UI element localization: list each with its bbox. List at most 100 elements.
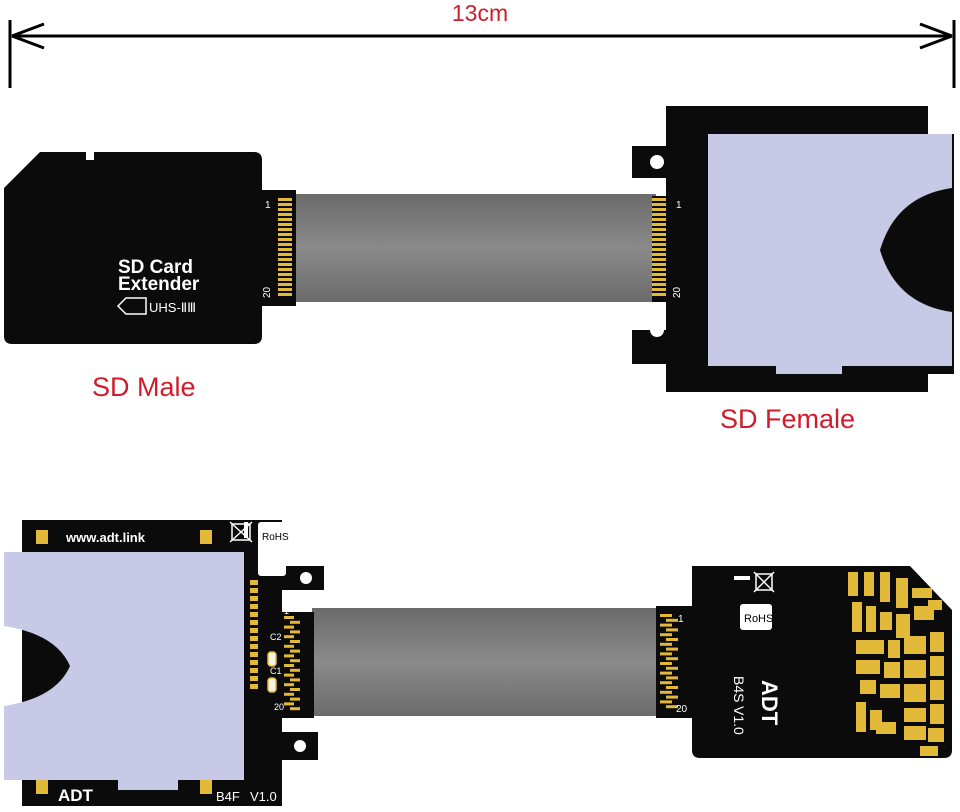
pin-pad	[666, 686, 678, 689]
pin-pad	[278, 198, 292, 201]
male-title-2: Extender	[118, 274, 200, 295]
pin-pad	[652, 263, 666, 266]
pin-pad	[652, 223, 666, 226]
pin-pad	[278, 258, 292, 261]
pin-pad	[278, 268, 292, 271]
cap-c1: C1	[270, 666, 282, 676]
card-contact	[880, 684, 900, 698]
pin-pad	[652, 288, 666, 291]
card-contact	[864, 572, 874, 596]
female-pin-last: 20	[672, 286, 683, 298]
pin-pad	[660, 652, 672, 656]
pin-pad	[290, 678, 300, 682]
sd-female-label: SD Female	[720, 404, 856, 434]
card-contact	[848, 572, 858, 596]
pin-pad	[290, 707, 300, 711]
pin-pad	[284, 625, 294, 629]
pin-pad	[666, 628, 678, 632]
card-contact	[928, 600, 942, 610]
card-contact	[860, 680, 876, 694]
pin-pad	[660, 633, 672, 637]
pin-pad	[250, 676, 258, 681]
pin-pad	[284, 692, 294, 696]
pin-pad	[652, 248, 666, 251]
flex-cable-bottom	[312, 608, 656, 716]
version-text: V1.0	[250, 789, 277, 804]
sd-socket	[708, 134, 952, 366]
plug-pin-last: 20	[676, 704, 688, 715]
sd-female-board: 1 20	[632, 106, 954, 392]
card-contact	[856, 640, 884, 654]
pin-pad	[652, 268, 666, 271]
pin-pad	[652, 283, 666, 286]
url-text: www.adt.link	[65, 530, 146, 545]
pin-pad	[278, 238, 292, 241]
pin-pad	[666, 618, 678, 622]
pin-pad	[284, 644, 294, 648]
weee-icon	[229, 521, 253, 543]
card-contact	[856, 660, 880, 674]
plug-version: V1.0	[731, 706, 747, 735]
pin-pad	[652, 243, 666, 246]
pin-pad	[250, 684, 258, 689]
pin-pad	[652, 203, 666, 206]
weee-icon	[753, 571, 775, 593]
sd-male-board: 1 20 SD Card Extender UHS-ⅡⅢ	[4, 152, 296, 344]
pin-pad	[250, 652, 258, 657]
pin-pad	[666, 638, 678, 641]
card-contact	[880, 572, 890, 602]
pin-pad	[250, 660, 258, 665]
pin-pad	[278, 273, 292, 276]
male-pin-first: 1	[265, 200, 271, 211]
card-contact	[904, 708, 926, 722]
mount-hole	[650, 323, 664, 337]
dimension-arrow	[8, 20, 956, 88]
plug-model: B4S	[731, 676, 747, 702]
pin-pad	[660, 690, 672, 694]
pin-pad	[284, 683, 294, 687]
card-contact	[896, 614, 910, 638]
card-contact	[884, 662, 900, 678]
pin-pad	[290, 649, 300, 653]
pin-pad	[666, 676, 678, 680]
dimension-label: 13cm	[451, 0, 509, 26]
pin-pad	[278, 218, 292, 221]
pin-pad	[250, 620, 258, 625]
plug-board: 1 20 RoHS ADT B4S V1.0	[656, 566, 952, 758]
pin-pad	[666, 647, 678, 651]
card-contact	[866, 606, 876, 632]
card-contact	[876, 722, 896, 734]
card-contact	[930, 680, 944, 700]
card-contact	[928, 728, 944, 742]
pin-pad	[284, 635, 294, 639]
pin-pad	[284, 702, 294, 706]
card-contact	[896, 578, 908, 608]
card-contact	[930, 704, 944, 724]
pin-pad	[284, 673, 294, 677]
male-pin-last: 20	[262, 286, 273, 298]
pin-pad	[250, 604, 258, 609]
pin-pad	[666, 695, 678, 699]
pin-pad	[652, 253, 666, 256]
plug-rohs-text: RoHS	[744, 613, 773, 625]
female-pin-first: 1	[676, 200, 682, 211]
sd-male-label: SD Male	[92, 372, 196, 402]
pin-pad	[652, 278, 666, 281]
pin-pad	[278, 203, 292, 206]
uhs-badge: UHS-ⅡⅢ	[149, 300, 196, 315]
card-contact	[930, 656, 944, 676]
cap-c2: C2	[270, 632, 282, 642]
pin-pad	[652, 233, 666, 236]
card-contact	[880, 612, 892, 630]
model-text: B4F	[216, 789, 240, 804]
pin-pad	[278, 223, 292, 226]
socket-pin-last: 20	[274, 702, 284, 712]
plug-brand: ADT	[757, 680, 782, 726]
socket-pin-first: 1	[284, 606, 289, 616]
pin-pad	[660, 623, 672, 627]
pin-pad	[652, 218, 666, 221]
card-contact	[888, 640, 900, 658]
pin-pad	[278, 248, 292, 251]
pin-pad	[666, 666, 678, 670]
pin-pad	[278, 278, 292, 281]
